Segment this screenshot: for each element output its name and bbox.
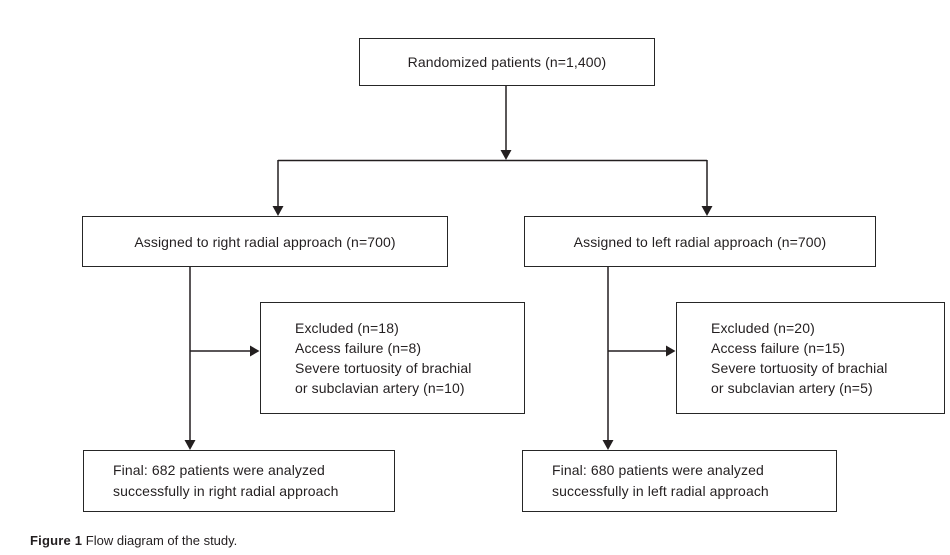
excluded-right-line: or subclavian artery (n=10) bbox=[295, 380, 465, 396]
box-assigned-right-radial: Assigned to right radial approach (n=700… bbox=[82, 216, 448, 267]
excluded-left-line: Excluded (n=20) bbox=[711, 320, 815, 336]
assigned-right-radial-text: Assigned to right radial approach (n=700… bbox=[134, 233, 396, 250]
arrowhead-left-arm-final bbox=[602, 440, 614, 450]
figure-caption-text: Flow diagram of the study. bbox=[85, 533, 238, 548]
excluded-right-line: Severe tortuosity of brachial bbox=[295, 360, 472, 376]
figure-caption: Figure 1 Flow diagram of the study. bbox=[30, 533, 237, 548]
excluded-right-line: Access failure (n=8) bbox=[295, 340, 422, 356]
arrowhead-right-arm-excluded bbox=[250, 345, 260, 357]
arrowhead-right-arm-final bbox=[184, 440, 196, 450]
box-randomized-patients: Randomized patients (n=1,400) bbox=[359, 38, 655, 86]
arrowhead-left-arm-excluded bbox=[666, 345, 676, 357]
final-right-line: Final: 682 patients were analyzed bbox=[113, 462, 325, 478]
excluded-left-line: Access failure (n=15) bbox=[711, 340, 845, 356]
final-left-line: successfully in left radial approach bbox=[552, 483, 769, 499]
assigned-left-radial-text: Assigned to left radial approach (n=700) bbox=[573, 233, 827, 250]
box-excluded-left-radial: Excluded (n=20) Access failure (n=15) Se… bbox=[676, 302, 945, 414]
excluded-left-line: or subclavian artery (n=5) bbox=[711, 380, 873, 396]
box-final-right-radial: Final: 682 patients were analyzed succes… bbox=[83, 450, 395, 512]
final-right-line: successfully in right radial approach bbox=[113, 483, 339, 499]
excluded-left-line: Severe tortuosity of brachial bbox=[711, 360, 888, 376]
arrowhead-split-center bbox=[500, 150, 512, 160]
box-excluded-right-radial: Excluded (n=18) Access failure (n=8) Sev… bbox=[260, 302, 525, 414]
figure-caption-label: Figure 1 bbox=[30, 533, 83, 548]
final-left-line: Final: 680 patients were analyzed bbox=[552, 462, 764, 478]
randomized-patients-text: Randomized patients (n=1,400) bbox=[407, 54, 607, 70]
excluded-right-line: Excluded (n=18) bbox=[295, 320, 399, 336]
box-assigned-left-radial: Assigned to left radial approach (n=700) bbox=[524, 216, 876, 267]
box-final-left-radial: Final: 680 patients were analyzed succes… bbox=[522, 450, 837, 512]
arrowhead-right-radial-assigned bbox=[272, 206, 284, 216]
arrowhead-left-radial-assigned bbox=[701, 206, 713, 216]
